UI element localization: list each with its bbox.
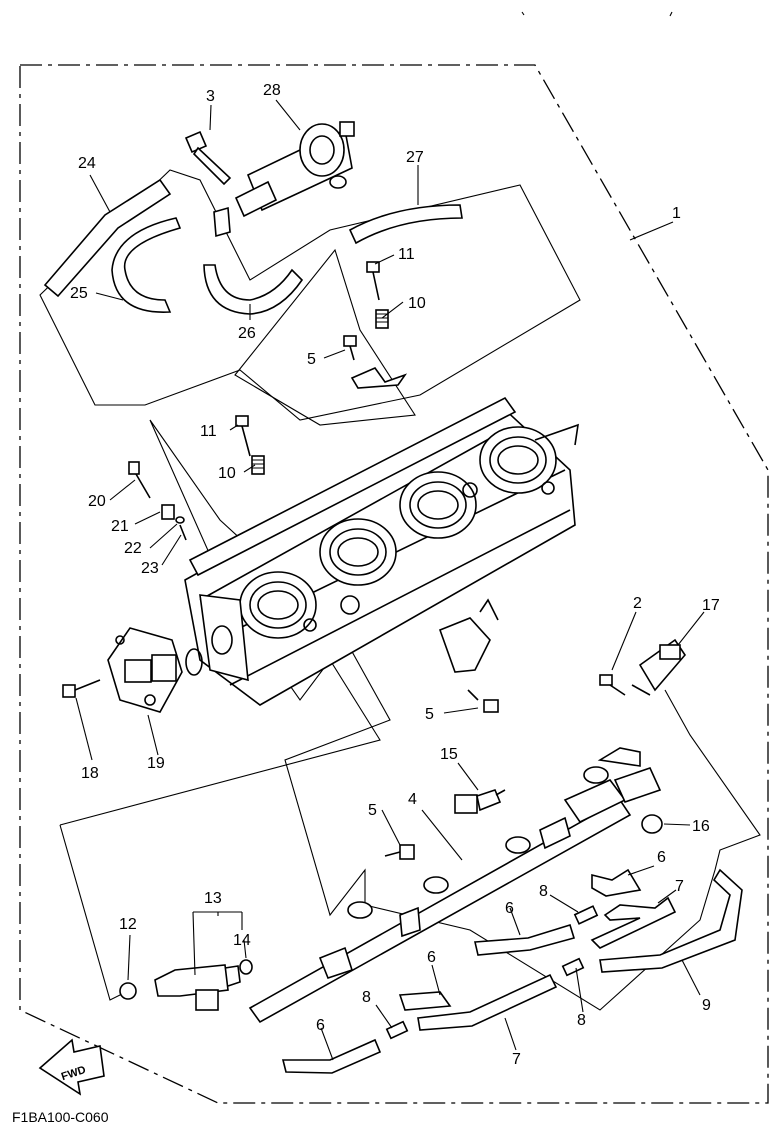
callout-24: 24: [78, 155, 96, 172]
hose-7-upper: [590, 896, 677, 949]
part-15-sensor: [454, 789, 506, 814]
part-2-screw: [599, 674, 626, 696]
callout-6-bottom: 6: [316, 1017, 325, 1034]
callout-13: 13: [204, 890, 222, 907]
callout-8-right: 8: [577, 1012, 586, 1029]
callout-11-mid: 11: [200, 423, 217, 440]
hose-26: [203, 264, 304, 315]
part-5-bracket-lower: [438, 598, 499, 713]
callout-8-upper: 8: [539, 883, 548, 900]
callout-7-upper: 7: [675, 878, 684, 895]
callout-17: 17: [702, 597, 720, 614]
part-3-bolt: [184, 130, 232, 186]
part-17-sensor: [631, 638, 687, 696]
callout-22: 22: [124, 540, 142, 557]
callout-12: 12: [119, 916, 137, 933]
joint-8-lower: [385, 1020, 409, 1040]
part-23-pin: [179, 524, 187, 541]
assembly-boundary-outline: [19, 64, 769, 1104]
callout-25: 25: [70, 285, 88, 302]
part-11-screw-mid: [235, 415, 251, 457]
callout-19: 19: [147, 755, 165, 772]
part-22-washer: [175, 516, 185, 524]
part-19-o-ring: [185, 648, 203, 676]
callout-6-right: 6: [657, 849, 666, 866]
callout-18: 18: [81, 765, 99, 782]
callout-27: 27: [406, 149, 424, 166]
part-20-screw: [128, 461, 151, 499]
joint-8-upper: [573, 905, 599, 925]
callout-21: 21: [111, 518, 129, 535]
callout-11-upper: 11: [398, 246, 415, 263]
part-18-screw: [62, 679, 101, 698]
part-28-valve: [234, 121, 355, 218]
fwd-arrow-icon: FWD: [38, 1038, 105, 1096]
callout-4: 4: [408, 791, 417, 808]
hose-27: [348, 204, 463, 245]
callout-23: 23: [141, 560, 159, 577]
hose-25: [111, 217, 182, 313]
callout-16: 16: [692, 818, 710, 835]
callout-5-center: 5: [425, 706, 434, 723]
callout-10-upper: 10: [408, 295, 426, 312]
callout-26: 26: [238, 325, 256, 342]
callout-labels: 1 2 3 4 5 5 5 6 6 6 6 7 7 8 8 8 9 10 10 …: [70, 82, 720, 1068]
hose-9: [599, 868, 743, 973]
part-14-o-ring: [239, 959, 253, 975]
part-19-sensor: [107, 627, 183, 713]
callout-2: 2: [633, 595, 642, 612]
diagram-code: F1BA100-C060: [12, 1109, 109, 1125]
callout-28: 28: [263, 82, 281, 99]
hose-6-lower: [398, 991, 452, 1011]
callout-7-lower: 7: [512, 1051, 521, 1068]
part-11-screw-upper: [366, 261, 380, 301]
part-16-nut: [641, 814, 663, 834]
part-13-injector: [154, 964, 241, 1011]
group-outline-lower-left: [59, 824, 131, 1001]
callout-1: 1: [672, 205, 681, 222]
callout-20: 20: [88, 493, 106, 510]
part-12-seal: [119, 982, 137, 1000]
hose-7-lower: [417, 973, 558, 1031]
group-outline-hoses: [234, 248, 416, 426]
callout-15: 15: [440, 746, 458, 763]
part-21-spring: [161, 504, 175, 520]
callout-5-upper: 5: [307, 351, 316, 368]
callout-3: 3: [206, 88, 215, 105]
part-5-bracket-upper: [343, 335, 408, 389]
callout-9: 9: [702, 997, 711, 1014]
part-10-spring-mid: [251, 455, 265, 475]
joint-8-right: [561, 957, 585, 977]
throttle-body-assembly: [184, 396, 579, 706]
part-5-screw-lower: [384, 844, 415, 860]
callout-14: 14: [233, 932, 251, 949]
hose-24: [43, 178, 172, 298]
callout-leader-lines: [75, 99, 705, 1061]
callout-6-center: 6: [505, 900, 514, 917]
callout-10-mid: 10: [218, 465, 236, 482]
group-outline-upper: [39, 169, 581, 421]
hose-6-center: [474, 923, 576, 956]
hose-6-bottom: [281, 1038, 382, 1074]
callout-8-lower: 8: [362, 989, 371, 1006]
part-10-spring-upper: [375, 309, 389, 329]
scan-mark: [521, 11, 673, 17]
callout-6-mid: 6: [427, 949, 436, 966]
callout-5-lower: 5: [368, 802, 377, 819]
part-4-fuel-rail: [248, 747, 662, 1024]
hose-6-upper-right: [591, 868, 642, 897]
